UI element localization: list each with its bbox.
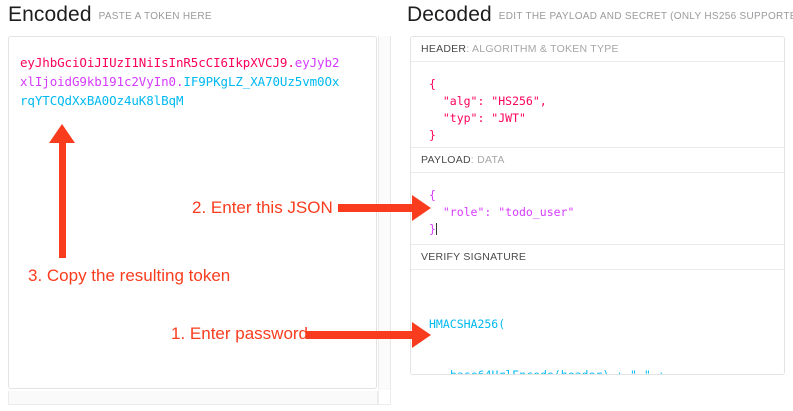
annotation-step-2-arrow-head-icon bbox=[412, 195, 431, 221]
header-section-label-soft: : ALGORITHM & TOKEN TYPE bbox=[466, 43, 619, 55]
payload-json-editor[interactable]: { "role": "todo_user" } bbox=[411, 173, 784, 245]
annotation-step-1-arrow-shaft bbox=[306, 331, 416, 339]
header-json-editor[interactable]: { "alg": "HS256", "typ": "JWT" } bbox=[411, 62, 784, 148]
signature-line-2: base64UrlEncode(header) + "." + bbox=[450, 368, 665, 375]
token-payload-segment: eyJyb2xlIjoidG9kb191c2VyIn0 bbox=[20, 55, 340, 89]
signature-line-1: HMACSHA256( bbox=[429, 317, 506, 331]
annotation-step-2-text: 2. Enter this JSON bbox=[192, 198, 333, 217]
decoded-column-heading: Decoded EDIT THE PAYLOAD AND SECRET (ONLY… bbox=[407, 3, 793, 27]
token-separator-2: . bbox=[175, 74, 184, 89]
header-section-label-strong: HEADER bbox=[421, 43, 467, 55]
token-signature-segment: IF9PKgLZ_XA70Uz5vm0OxrqYTCQdXxBA0Oz4uK8l… bbox=[20, 74, 340, 108]
annotation-step-1-arrow-head-icon bbox=[412, 322, 431, 348]
token-separator-1: . bbox=[287, 55, 295, 70]
signature-section-label-strong: VERIFY SIGNATURE bbox=[421, 251, 527, 263]
payload-json-text: { "role": "todo_user" } bbox=[429, 188, 575, 236]
decoded-panel: HEADER: ALGORITHM & TOKEN TYPE { "alg": … bbox=[410, 36, 785, 375]
payload-section-label-strong: PAYLOAD bbox=[421, 154, 471, 166]
annotation-step-1-text: 1. Enter password bbox=[171, 324, 309, 343]
encoded-scrollbar[interactable] bbox=[378, 36, 391, 390]
annotation-step-3-arrow-shaft bbox=[59, 138, 66, 258]
decoded-title: Decoded bbox=[407, 3, 492, 26]
token-header-segment: eyJhbGciOiJIUzI1NiIsInR5cCI6IkpXVCJ9 bbox=[20, 55, 288, 70]
annotation-step-3-arrow-head-icon bbox=[49, 124, 75, 143]
encoded-footer-strip bbox=[8, 391, 378, 405]
payload-section-label: PAYLOAD: DATA bbox=[411, 148, 784, 173]
payload-section-label-soft: : DATA bbox=[470, 154, 505, 166]
annotation-step-3-text: 3. Copy the resulting token bbox=[28, 266, 231, 285]
text-caret bbox=[435, 223, 437, 235]
signature-section-label: VERIFY SIGNATURE bbox=[411, 245, 784, 270]
header-section-label: HEADER: ALGORITHM & TOKEN TYPE bbox=[411, 37, 784, 62]
signature-formula-block: HMACSHA256( base64UrlEncode(header) + ".… bbox=[411, 270, 784, 375]
decoded-subtitle: EDIT THE PAYLOAD AND SECRET (ONLY HS256 … bbox=[498, 11, 793, 22]
annotation-step-2-arrow-shaft bbox=[338, 204, 416, 212]
encoded-column-heading: Encoded PASTE A TOKEN HERE bbox=[8, 3, 212, 27]
encoded-token-textarea[interactable] bbox=[8, 36, 377, 389]
encoded-footer-corner bbox=[378, 391, 391, 405]
encoded-title: Encoded bbox=[8, 3, 92, 26]
jwt-token-text[interactable]: eyJhbGciOiJIUzI1NiIsInR5cCI6IkpXVCJ9.eyJ… bbox=[20, 53, 340, 110]
encoded-subtitle: PASTE A TOKEN HERE bbox=[98, 11, 212, 22]
